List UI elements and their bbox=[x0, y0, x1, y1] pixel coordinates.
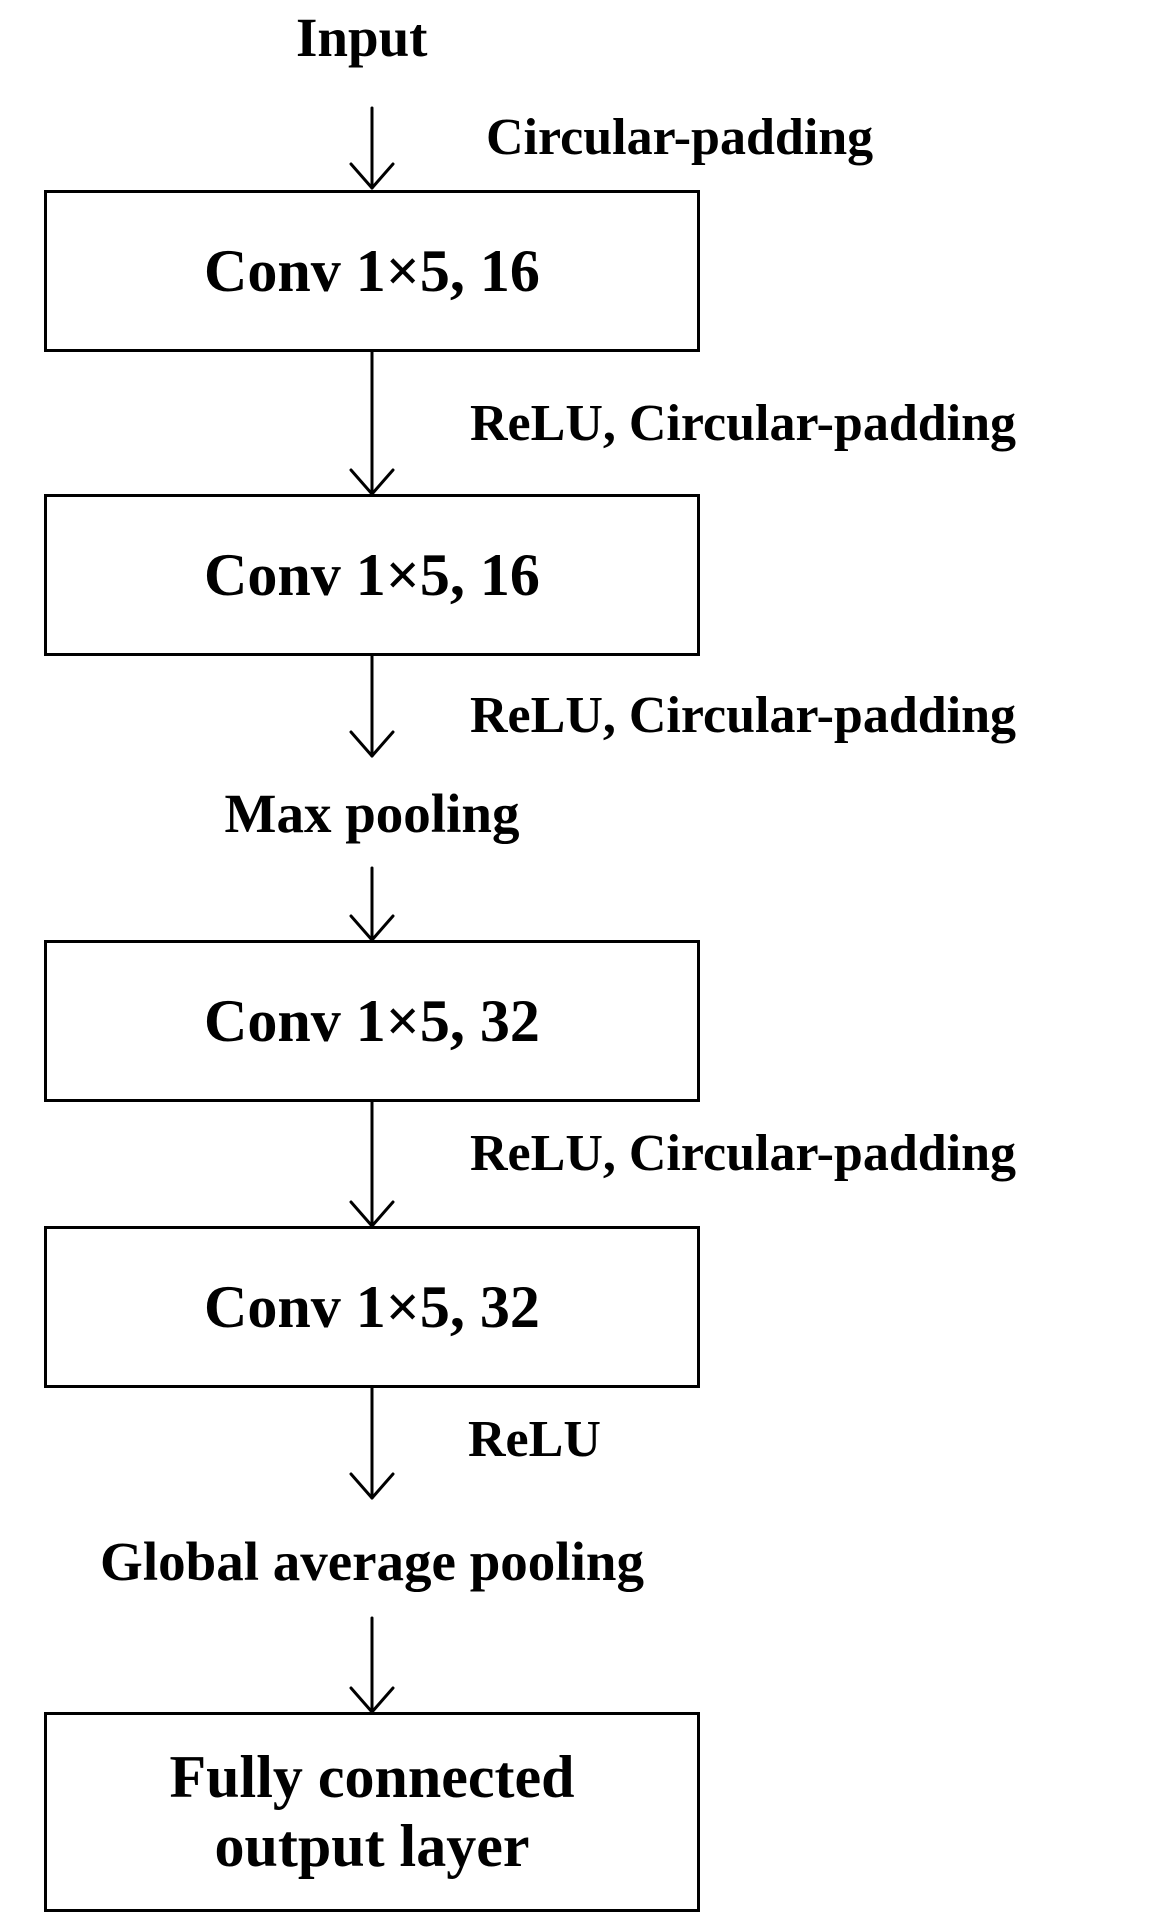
edge-label-input-conv1: Circular-padding bbox=[486, 109, 874, 166]
output-layer-box: Fully connected output layer bbox=[44, 1712, 700, 1912]
max-pooling-label: Max pooling bbox=[224, 783, 520, 844]
arrow-gap-to-output bbox=[349, 1616, 395, 1714]
arrow-conv3-to-conv4 bbox=[349, 1100, 395, 1228]
arrow-conv4-to-gap bbox=[349, 1386, 395, 1500]
global-average-pooling-label: Global average pooling bbox=[100, 1531, 644, 1592]
conv3-label: Conv 1×5, 32 bbox=[204, 987, 540, 1054]
conv4-label: Conv 1×5, 32 bbox=[204, 1273, 540, 1340]
edge-label-conv2-maxpool: ReLU, Circular-padding bbox=[470, 687, 1017, 744]
output-label-line2: output layer bbox=[214, 1813, 530, 1879]
conv4-box: Conv 1×5, 32 bbox=[44, 1226, 700, 1388]
conv2-box: Conv 1×5, 16 bbox=[44, 494, 700, 656]
conv1-box: Conv 1×5, 16 bbox=[44, 190, 700, 352]
input-label: Input bbox=[296, 7, 428, 68]
conv2-label: Conv 1×5, 16 bbox=[204, 541, 540, 608]
edge-label-conv1-conv2: ReLU, Circular-padding bbox=[470, 395, 1017, 452]
arrow-input-to-conv1 bbox=[349, 106, 395, 190]
output-label-line1: Fully connected bbox=[169, 1744, 575, 1810]
conv3-box: Conv 1×5, 32 bbox=[44, 940, 700, 1102]
conv1-label: Conv 1×5, 16 bbox=[204, 237, 540, 304]
edge-label-conv4-gap: ReLU bbox=[468, 1411, 601, 1468]
arrow-maxpool-to-conv3 bbox=[349, 866, 395, 942]
edge-label-conv3-conv4: ReLU, Circular-padding bbox=[470, 1125, 1017, 1182]
arrow-conv1-to-conv2 bbox=[349, 350, 395, 496]
arrow-conv2-to-maxpool bbox=[349, 654, 395, 758]
